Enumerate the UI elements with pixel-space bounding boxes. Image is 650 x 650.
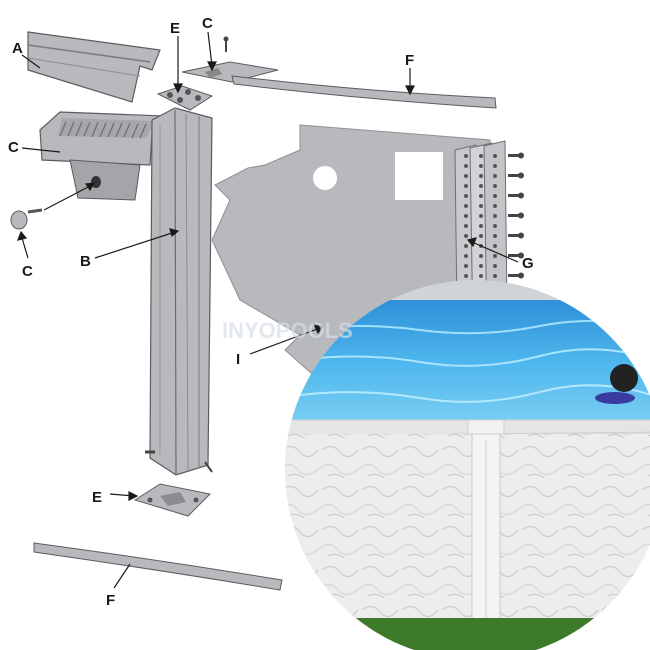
bolt-hole (464, 264, 468, 268)
bolt-hole (464, 194, 468, 198)
bolt-hole (479, 224, 483, 228)
bolt-hole (493, 204, 497, 208)
top-plate-e (156, 85, 214, 111)
bolt-hole (464, 184, 468, 188)
bolt-hole (493, 194, 497, 198)
bolt-head (518, 212, 524, 219)
bolt-hole (493, 164, 497, 168)
bolt-hole (464, 234, 468, 238)
bolt (508, 254, 520, 257)
bolt (508, 234, 520, 237)
label-i: I (236, 351, 240, 368)
bolt (508, 194, 520, 197)
bolt-hole (464, 154, 468, 158)
bolt-hole (493, 214, 497, 218)
bolt-head (518, 272, 524, 279)
bolt-hole (493, 184, 497, 188)
bolt (508, 274, 520, 277)
top-rail-f (231, 75, 497, 109)
bolt-head (518, 152, 524, 159)
label-c-bottom: C (22, 263, 33, 280)
bolt-hole (464, 174, 468, 178)
bolt (508, 154, 520, 157)
bolt-hole (464, 274, 468, 278)
label-e-top: E (170, 20, 180, 37)
label-g: G (522, 255, 534, 272)
bolt-hole (493, 254, 497, 258)
label-c-left: C (8, 139, 19, 156)
label-b: B (80, 253, 91, 270)
screw-icon (223, 36, 229, 52)
bolt-hole (493, 224, 497, 228)
bottom-plate-e (133, 483, 212, 517)
bolt-hole (479, 214, 483, 218)
bolt-hole (464, 164, 468, 168)
top-cap (39, 111, 167, 201)
bolt-hole (479, 274, 483, 278)
bolt-hole (493, 244, 497, 248)
bolt-head (518, 192, 524, 199)
bolt-hole (479, 264, 483, 268)
bolt-hole (464, 254, 468, 258)
bolt-hole (479, 254, 483, 258)
top-plate-c (181, 61, 279, 83)
bolt-hole (493, 274, 497, 278)
bolt-hole (464, 244, 468, 248)
bolt-hole (479, 204, 483, 208)
leader-lines (17, 31, 519, 589)
wall-return-hole (395, 152, 443, 200)
bolt-head (518, 252, 524, 259)
bolt-hole (464, 204, 468, 208)
bolt-hole (464, 214, 468, 218)
cap-plug (10, 208, 43, 230)
bolt-hole (493, 154, 497, 158)
vertical-upright (145, 107, 213, 476)
label-f-bottom: F (106, 592, 115, 609)
watermark: INYOPOOLS (222, 318, 353, 343)
bolt (508, 214, 520, 217)
bottom-rail-f (33, 542, 283, 591)
label-c-top: C (202, 15, 213, 32)
top-rail-cover (27, 31, 161, 103)
label-f-top: F (405, 52, 414, 69)
bolt-head (518, 172, 524, 179)
bolt-head (518, 232, 524, 239)
bolt (508, 174, 520, 177)
bolt-hole (479, 164, 483, 168)
pool-photo-inset (285, 280, 650, 650)
bolt-hole (479, 234, 483, 238)
bolt-hole (479, 174, 483, 178)
bolt-hole (479, 194, 483, 198)
bolt-hole (479, 154, 483, 158)
label-a: A (12, 40, 23, 57)
bolt-hole (493, 174, 497, 178)
bolt-hole (493, 264, 497, 268)
label-e-bottom: E (92, 489, 102, 506)
bolt-hole (464, 224, 468, 228)
bolt-hole (493, 234, 497, 238)
bolt-hole (479, 184, 483, 188)
wall-skimmer-hole (313, 166, 337, 190)
